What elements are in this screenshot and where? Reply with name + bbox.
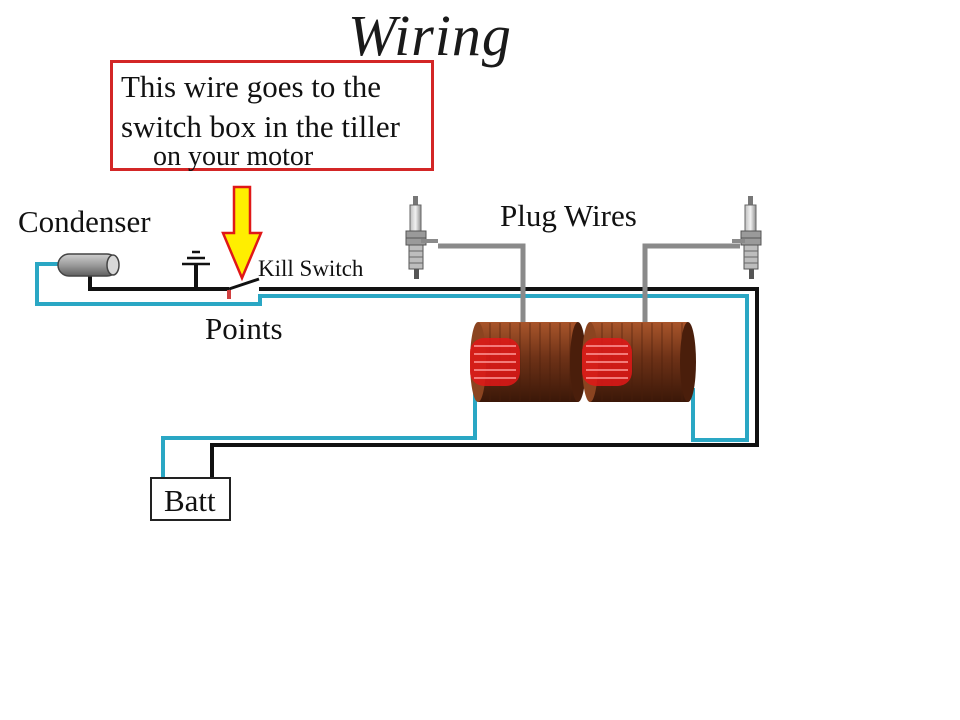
ignition-coil-1-icon [470,322,586,402]
condenser-black-wire [88,272,229,291]
ignition-coil-2-icon [582,322,696,402]
battery-label: Batt [164,483,216,518]
plug-wires [438,243,740,326]
condenser-icon [57,253,120,277]
main-black-wire [210,287,759,477]
battery-blue-wire [161,388,477,477]
note-line-3: on your motor [153,141,314,172]
spark-plug-left-icon [405,196,438,279]
points-label: Points [205,311,283,346]
points-contact-icon [227,277,260,299]
plug-wires-label: Plug Wires [500,198,637,233]
black-wires [88,264,759,477]
arrow-down-icon [221,185,263,282]
note-line-1: This wire goes to the [121,69,382,104]
condenser-blue-wire [35,262,749,442]
diagram-title: Wiring [348,3,512,68]
spark-plug-right-icon [732,196,762,279]
plug-wire-right [642,243,740,326]
blue-wires [35,262,749,477]
plug-wire-left [438,243,526,326]
ground-icon [182,250,210,266]
kill-wire-note-box: This wire goes to the switch box in the … [110,60,434,172]
battery-box: Batt [150,477,231,521]
condenser-label: Condenser [18,204,151,239]
note-line-2: switch box in the tiller [121,109,400,144]
kill-switch-label: Kill Switch [258,256,364,281]
